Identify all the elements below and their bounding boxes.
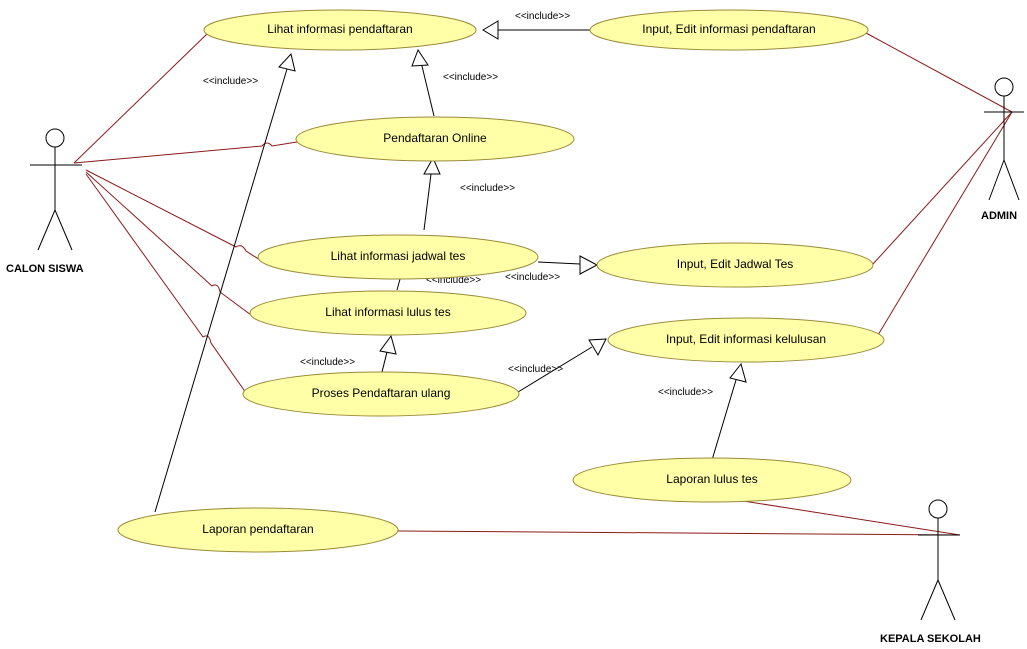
use-case-lihat-info-pendaftaran[interactable]: Lihat informasi pendaftaran	[203, 9, 477, 51]
use-case-laporan-pendaftaran[interactable]: Laporan pendaftaran	[117, 507, 399, 553]
actor-label: ADMIN	[981, 210, 1017, 222]
include-line-ulang-to-kelulusan	[517, 346, 593, 393]
assoc-siswa-pendaftaran-online	[73, 141, 298, 164]
use-case-label: Lihat informasi jadwal tes	[331, 249, 466, 263]
stereotype-label: <<include>>	[658, 387, 713, 398]
include-line-jadwal-to-input	[537, 261, 581, 265]
actor-admin[interactable]: ADMIN	[981, 77, 1024, 222]
stereotype-labels: <<include>> <<include>> <<include>> <<in…	[203, 11, 713, 398]
assoc-kepsek-laporan-pendaftaran	[397, 530, 961, 536]
include-line-pendaftaran-online	[421, 65, 435, 117]
include-arrowhead-1	[482, 20, 499, 40]
assoc-admin-input-jadwal-tes	[872, 111, 1013, 265]
actor-label: CALON SISWA	[6, 263, 84, 275]
include-arrowhead-5	[579, 255, 599, 275]
associations	[73, 32, 1013, 536]
include-arrowhead-7	[379, 334, 397, 355]
stereotype-label: <<include>>	[505, 272, 560, 283]
include-relations	[154, 20, 747, 513]
include-arrowhead-4	[423, 156, 441, 175]
stereotype-label: <<include>>	[426, 275, 481, 286]
use-case-label: Proses Pendaftaran ulang	[312, 386, 451, 400]
stereotype-label: <<include>>	[508, 364, 563, 375]
include-line-jadwal-to-online	[423, 173, 432, 231]
use-case-label: Pendaftaran Online	[383, 131, 487, 145]
stick-figure-icon	[918, 499, 960, 621]
include-arrowhead-2	[278, 52, 296, 72]
include-arrowhead-9	[729, 362, 747, 383]
use-case-lihat-info-jadwal-tes[interactable]: Lihat informasi jadwal tes	[257, 234, 539, 280]
assoc-siswa-proses-ulang	[85, 173, 247, 394]
assoc-siswa-lihat-lulus-tes	[85, 171, 252, 316]
include-arrowhead-3	[411, 48, 429, 67]
use-case-input-edit-jadwal-tes[interactable]: Input, Edit Jadwal Tes	[596, 242, 874, 288]
assoc-siswa-lihat-jadwal-tes	[85, 169, 261, 261]
assoc-admin-input-info-pendaftaran	[865, 32, 1013, 113]
stereotype-label: <<include>>	[203, 76, 258, 87]
use-case-input-edit-info-kelulusan[interactable]: Input, Edit informasi kelulusan	[607, 317, 885, 363]
actor-calon-siswa[interactable]: CALON SISWA	[6, 128, 84, 275]
use-case-label: Lihat informasi pendaftaran	[267, 22, 412, 36]
stereotype-label: <<include>>	[515, 11, 570, 22]
include-arrowhead-8	[588, 338, 607, 357]
use-case-pendaftaran-online[interactable]: Pendaftaran Online	[295, 116, 575, 162]
assoc-siswa-lihat-info-pendaftaran	[73, 32, 209, 164]
use-case-proses-pendaftaran-ulang[interactable]: Proses Pendaftaran ulang	[242, 371, 520, 417]
use-case-laporan-lulus-tes[interactable]: Laporan lulus tes	[572, 457, 852, 503]
actor-label: KEPALA SEKOLAH	[880, 633, 981, 645]
stereotype-label: <<include>>	[460, 183, 515, 194]
stereotype-label: <<include>>	[443, 72, 498, 83]
stick-figure-icon	[30, 128, 82, 251]
use-case-label: Input, Edit informasi kelulusan	[666, 332, 826, 346]
use-case-label: Laporan pendaftaran	[202, 522, 313, 536]
use-case-label: Laporan lulus tes	[666, 472, 757, 486]
assoc-admin-input-kelulusan	[874, 111, 1013, 341]
stereotype-label: <<include>>	[300, 357, 355, 368]
include-line-ulang-to-lulus	[381, 351, 388, 373]
use-case-input-edit-info-pendaftaran[interactable]: Input, Edit informasi pendaftaran	[589, 9, 869, 51]
include-line-laporan-pendaftaran	[154, 68, 288, 513]
stick-figure-icon	[984, 77, 1024, 201]
use-case-label: Input, Edit informasi pendaftaran	[642, 22, 815, 36]
use-case-label: Lihat informasi lulus tes	[325, 305, 450, 319]
actor-kepala-sekolah[interactable]: KEPALA SEKOLAH	[880, 499, 981, 645]
use-case-label: Input, Edit Jadwal Tes	[677, 257, 794, 271]
include-line-laporan-lulus	[711, 379, 737, 461]
use-case-lihat-info-lulus-tes[interactable]: Lihat informasi lulus tes	[249, 290, 527, 336]
